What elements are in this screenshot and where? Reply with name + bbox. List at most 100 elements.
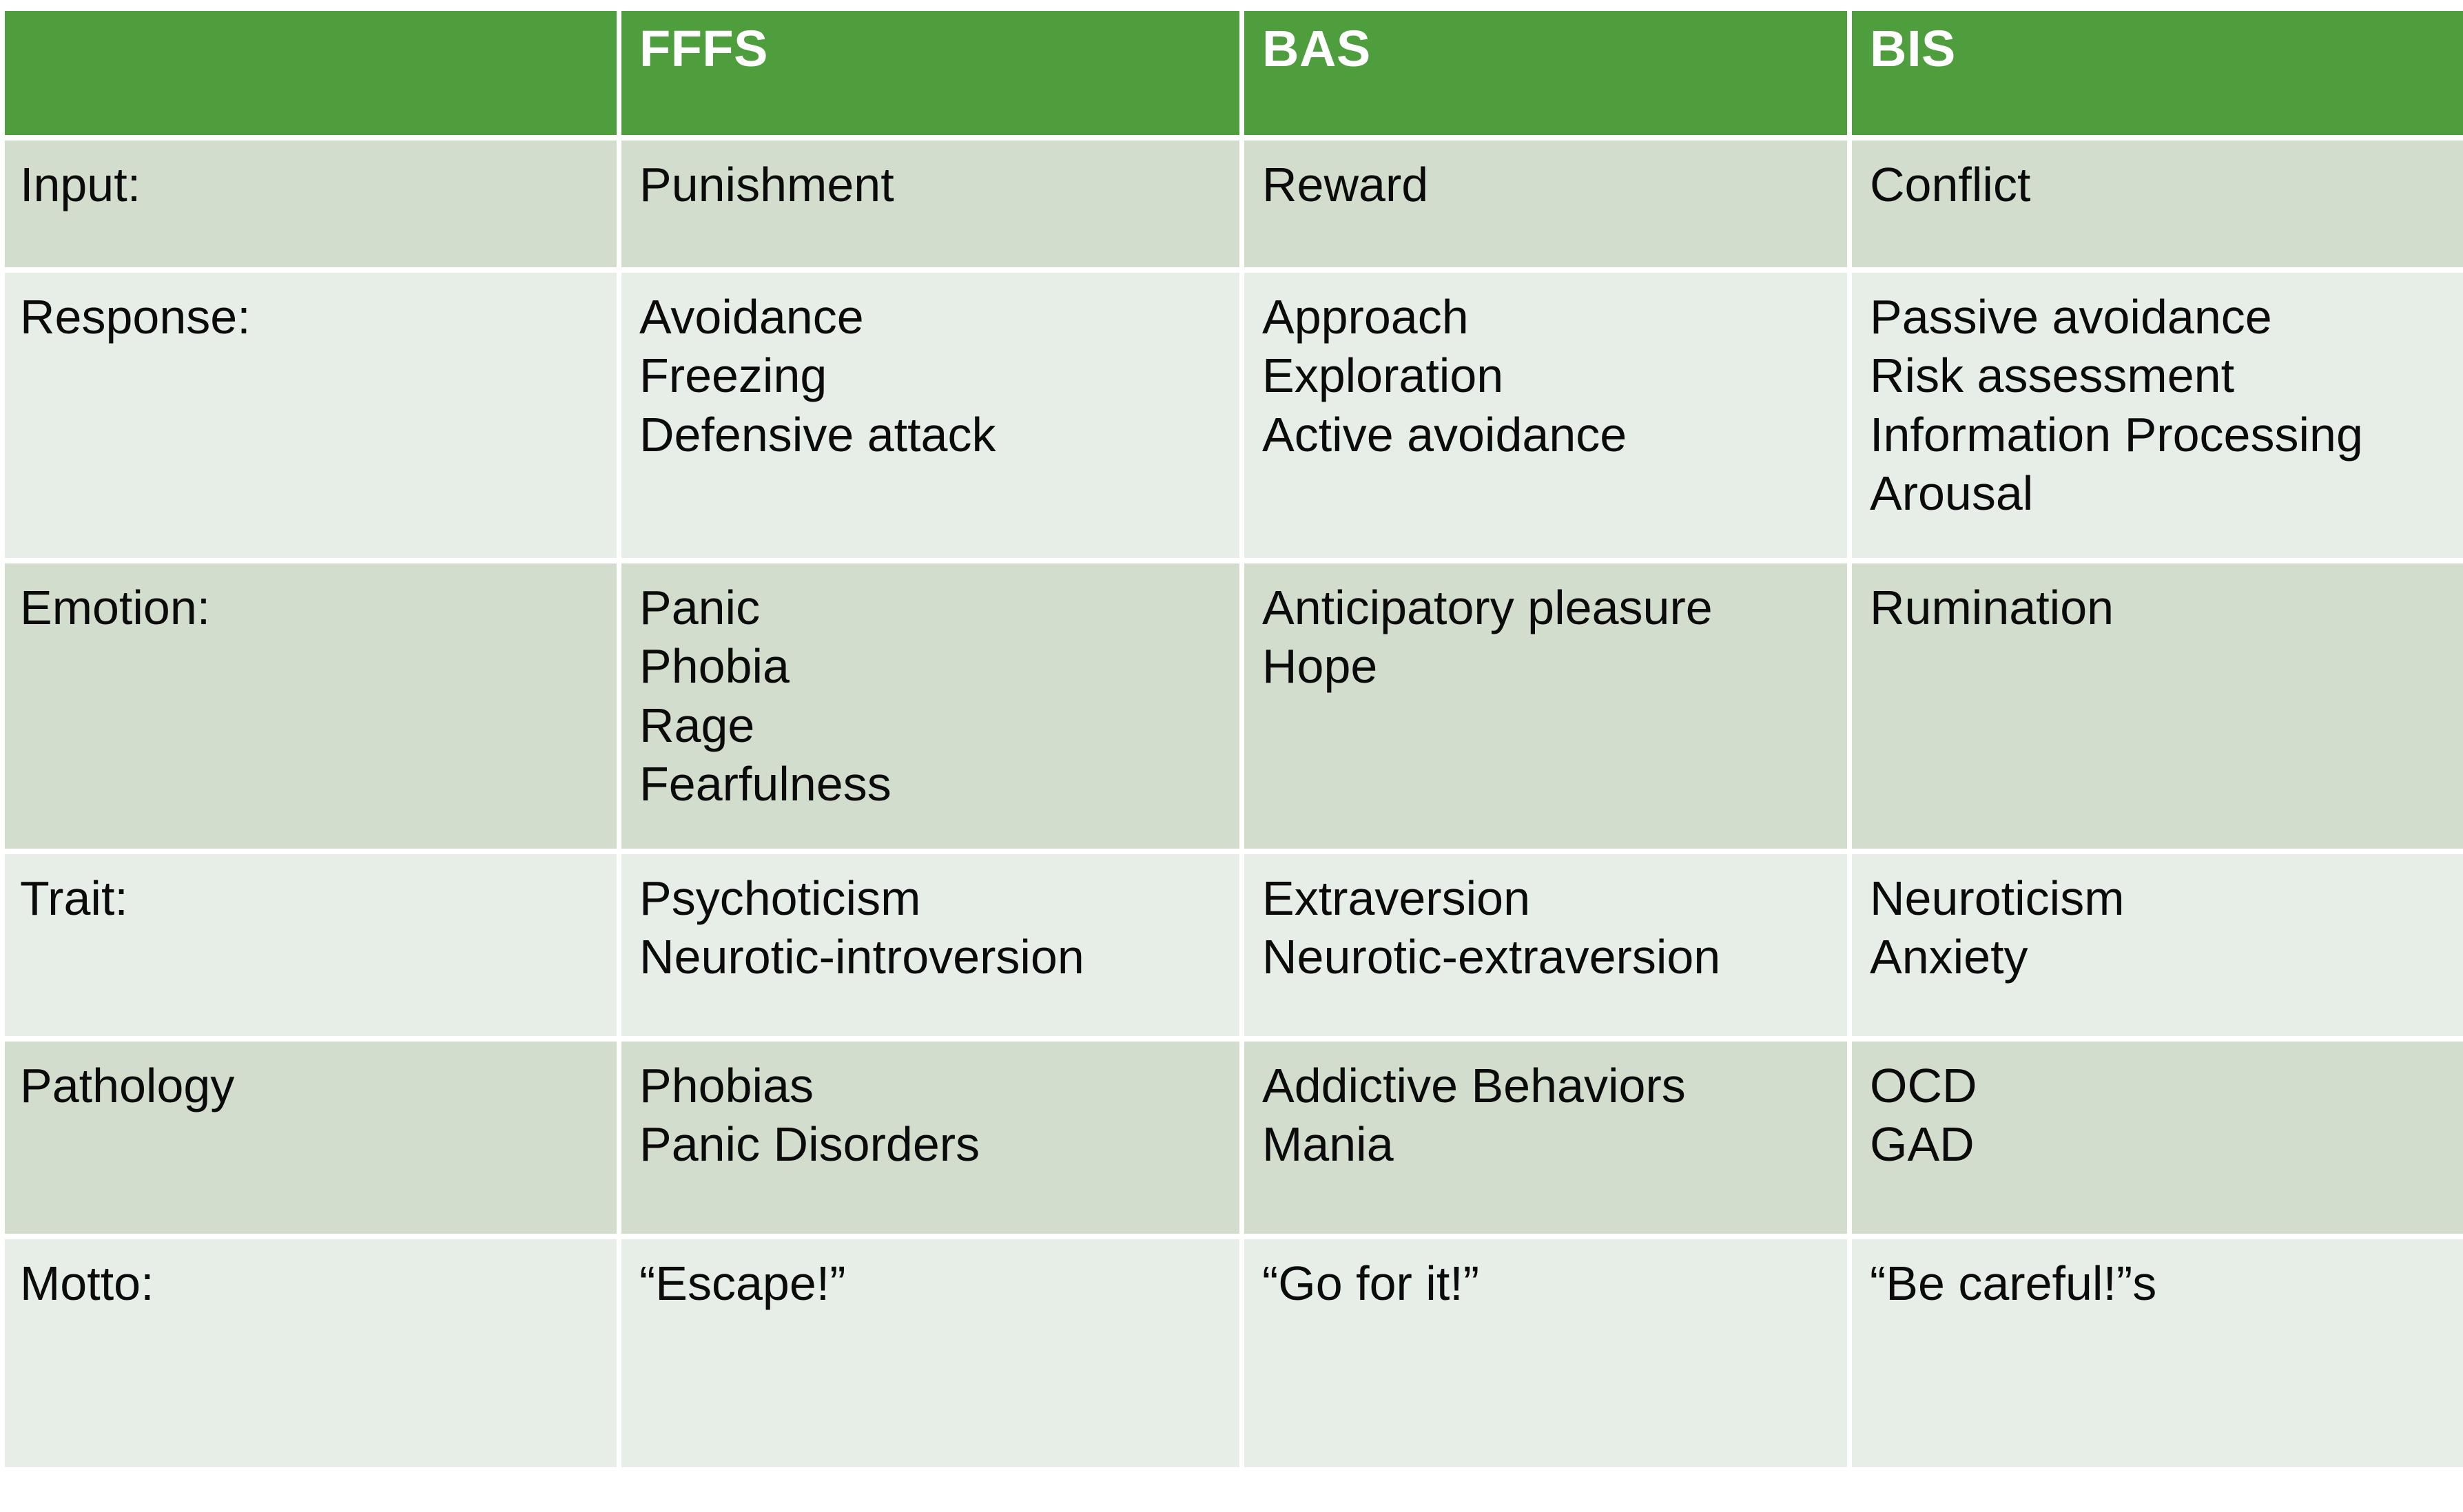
cell-trait-ffs: Psychoticism Neurotic-introversion — [621, 854, 1239, 1036]
table-row: Response: Avoidance Freezing Defensive a… — [5, 273, 2463, 558]
cell-lines: Passive avoidance Risk assessment Inform… — [1870, 273, 2449, 524]
cell-lines: Punishment — [639, 141, 1222, 214]
cell-lines: Approach Exploration Active avoidance — [1262, 273, 1829, 464]
cell-line: “Escape!” — [639, 1256, 846, 1310]
row-label-text: Input: — [20, 158, 141, 211]
cell-line: Approach — [1262, 290, 1469, 344]
cell-line: Psychoticism — [639, 871, 921, 925]
cell-lines: Avoidance Freezing Defensive attack — [639, 273, 1222, 464]
cell-line: Extraversion — [1262, 871, 1531, 925]
cell-pathology-bis: OCD GAD — [1852, 1042, 2463, 1234]
cell-lines: Anticipatory pleasure Hope — [1262, 563, 1829, 696]
table-row: Pathology Phobias Panic Disorders Addict… — [5, 1042, 2463, 1234]
cell-motto-bas: “Go for it!” — [1244, 1239, 1847, 1467]
row-label-motto: Motto: — [5, 1239, 617, 1467]
row-label-text: Motto: — [20, 1256, 154, 1310]
cell-line: Risk assessment — [1870, 349, 2235, 403]
rst-comparison-table: FFFS BAS BIS Input: Punishment Reward Co… — [0, 6, 2463, 1473]
cell-emotion-ffs: Panic Phobia Rage Fearfulness — [621, 563, 1239, 849]
cell-trait-bis: Neuroticism Anxiety — [1852, 854, 2463, 1036]
cell-lines: Panic Phobia Rage Fearfulness — [639, 563, 1222, 814]
cell-line: Anxiety — [1870, 930, 2028, 984]
cell-line: Avoidance — [639, 290, 864, 344]
row-label-input: Input: — [5, 141, 617, 267]
cell-lines: “Go for it!” — [1262, 1239, 1829, 1313]
cell-input-bas: Reward — [1244, 141, 1847, 267]
header-label-bis: BIS — [1870, 20, 1956, 77]
cell-lines: Phobias Panic Disorders — [639, 1042, 1222, 1174]
cell-line: Neuroticism — [1870, 871, 2125, 925]
cell-lines: Psychoticism Neurotic-introversion — [639, 854, 1222, 987]
cell-line: Phobia — [639, 639, 790, 694]
cell-lines: Addictive Behaviors Mania — [1262, 1042, 1829, 1174]
table-row: Motto: “Escape!” “Go for it!” “Be carefu… — [5, 1239, 2463, 1467]
cell-line: Addictive Behaviors — [1262, 1059, 1686, 1112]
table-header-row: FFFS BAS BIS — [5, 11, 2463, 135]
header-label-ffs: FFFS — [639, 20, 768, 77]
row-label-pathology: Pathology — [5, 1042, 617, 1234]
cell-line: Passive avoidance — [1870, 290, 2272, 344]
row-label-text: Pathology — [20, 1059, 235, 1112]
cell-line: OCD — [1870, 1059, 1977, 1112]
cell-response-bas: Approach Exploration Active avoidance — [1244, 273, 1847, 558]
cell-line: Exploration — [1262, 349, 1504, 403]
cell-pathology-ffs: Phobias Panic Disorders — [621, 1042, 1239, 1234]
cell-line: Hope — [1262, 639, 1378, 694]
row-label-text: Response: — [20, 290, 251, 344]
cell-line: Panic Disorders — [639, 1117, 980, 1172]
row-label-text: Emotion: — [20, 581, 211, 634]
cell-emotion-bis: Rumination — [1852, 563, 2463, 849]
cell-line: Rumination — [1870, 581, 2114, 634]
cell-line: Conflict — [1870, 158, 2031, 211]
cell-lines: Reward — [1262, 141, 1829, 214]
cell-line: Punishment — [639, 158, 894, 211]
cell-line: Arousal — [1870, 466, 2034, 521]
cell-line: Fearfulness — [639, 757, 892, 811]
cell-line: Freezing — [639, 349, 827, 403]
cell-lines: Conflict — [1870, 141, 2449, 214]
cell-response-bis: Passive avoidance Risk assessment Inform… — [1852, 273, 2463, 558]
table-header: FFFS BAS BIS — [5, 11, 2463, 135]
cell-line: “Be careful!”s — [1870, 1256, 2157, 1310]
header-label-bas: BAS — [1262, 20, 1371, 77]
row-label-emotion: Emotion: — [5, 563, 617, 849]
table-row: Trait: Psychoticism Neurotic-introversio… — [5, 854, 2463, 1036]
cell-line: GAD — [1870, 1117, 1975, 1172]
cell-input-ffs: Punishment — [621, 141, 1239, 267]
cell-line: Rage — [639, 698, 755, 752]
table-body: Input: Punishment Reward Conflict Respon… — [5, 141, 2463, 1467]
cell-pathology-bas: Addictive Behaviors Mania — [1244, 1042, 1847, 1234]
table-row: Emotion: Panic Phobia Rage Fearfulness A… — [5, 563, 2463, 849]
header-cell-row-label — [5, 11, 617, 135]
row-label-trait: Trait: — [5, 854, 617, 1036]
cell-input-bis: Conflict — [1852, 141, 2463, 267]
header-cell-bas: BAS — [1244, 11, 1847, 135]
cell-line: Information Processing — [1870, 407, 2363, 462]
cell-motto-bis: “Be careful!”s — [1852, 1239, 2463, 1467]
row-label-text: Trait: — [20, 871, 128, 925]
cell-response-ffs: Avoidance Freezing Defensive attack — [621, 273, 1239, 558]
cell-line: Neurotic-introversion — [639, 930, 1084, 984]
cell-lines: “Escape!” — [639, 1239, 1222, 1313]
cell-line: Reward — [1262, 158, 1429, 211]
cell-line: Active avoidance — [1262, 407, 1627, 462]
cell-line: “Go for it!” — [1262, 1256, 1480, 1310]
cell-line: Mania — [1262, 1117, 1394, 1172]
row-label-response: Response: — [5, 273, 617, 558]
cell-trait-bas: Extraversion Neurotic-extraversion — [1244, 854, 1847, 1036]
cell-emotion-bas: Anticipatory pleasure Hope — [1244, 563, 1847, 849]
cell-lines: OCD GAD — [1870, 1042, 2449, 1174]
cell-lines: Rumination — [1870, 563, 2449, 637]
cell-lines: “Be careful!”s — [1870, 1239, 2449, 1313]
header-cell-ffs: FFFS — [621, 11, 1239, 135]
header-cell-bis: BIS — [1852, 11, 2463, 135]
cell-line: Phobias — [639, 1059, 814, 1112]
table-row: Input: Punishment Reward Conflict — [5, 141, 2463, 267]
cell-lines: Neuroticism Anxiety — [1870, 854, 2449, 987]
cell-line: Anticipatory pleasure — [1262, 581, 1713, 634]
cell-line: Panic — [639, 581, 761, 634]
cell-lines: Extraversion Neurotic-extraversion — [1262, 854, 1829, 987]
cell-line: Neurotic-extraversion — [1262, 930, 1721, 984]
cell-line: Defensive attack — [639, 407, 996, 462]
